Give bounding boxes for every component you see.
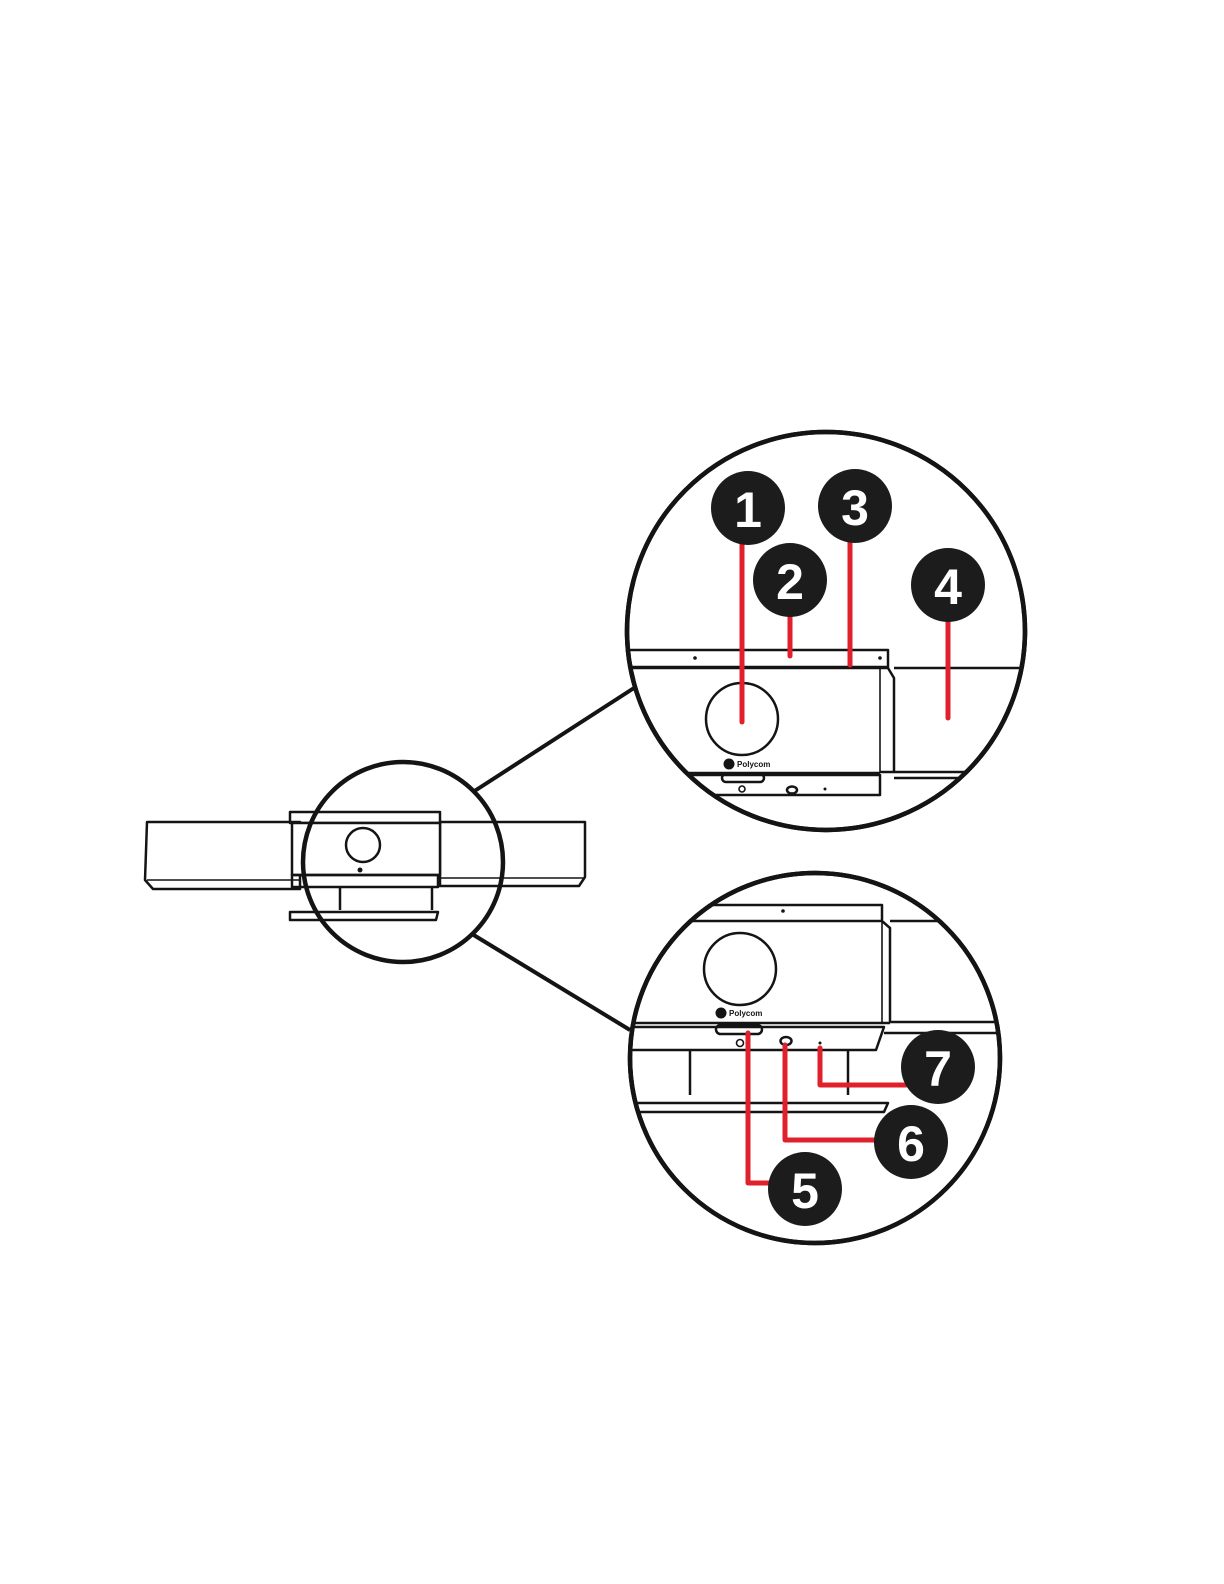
svg-text:3: 3 <box>841 480 869 536</box>
logo-text-top: Polycom <box>737 760 770 769</box>
svg-text:7: 7 <box>924 1041 952 1097</box>
callout-4: 4 <box>911 548 985 622</box>
svg-text:6: 6 <box>897 1116 925 1172</box>
svg-text:4: 4 <box>934 559 962 615</box>
callout-6: 6 <box>874 1105 948 1179</box>
zoom-connector-bottom <box>472 934 630 1030</box>
callout-5: 5 <box>768 1152 842 1226</box>
svg-text:5: 5 <box>791 1163 819 1219</box>
callout-7: 7 <box>901 1030 975 1104</box>
svg-text:1: 1 <box>734 482 762 538</box>
svg-text:2: 2 <box>776 554 804 610</box>
overview-device <box>145 812 585 920</box>
logo-text-bottom: Polycom <box>729 1009 762 1018</box>
callout-3: 3 <box>818 469 892 543</box>
zoom-connector-top <box>473 688 634 792</box>
callout-1: 1 <box>711 471 785 545</box>
callout-2: 2 <box>753 543 827 617</box>
